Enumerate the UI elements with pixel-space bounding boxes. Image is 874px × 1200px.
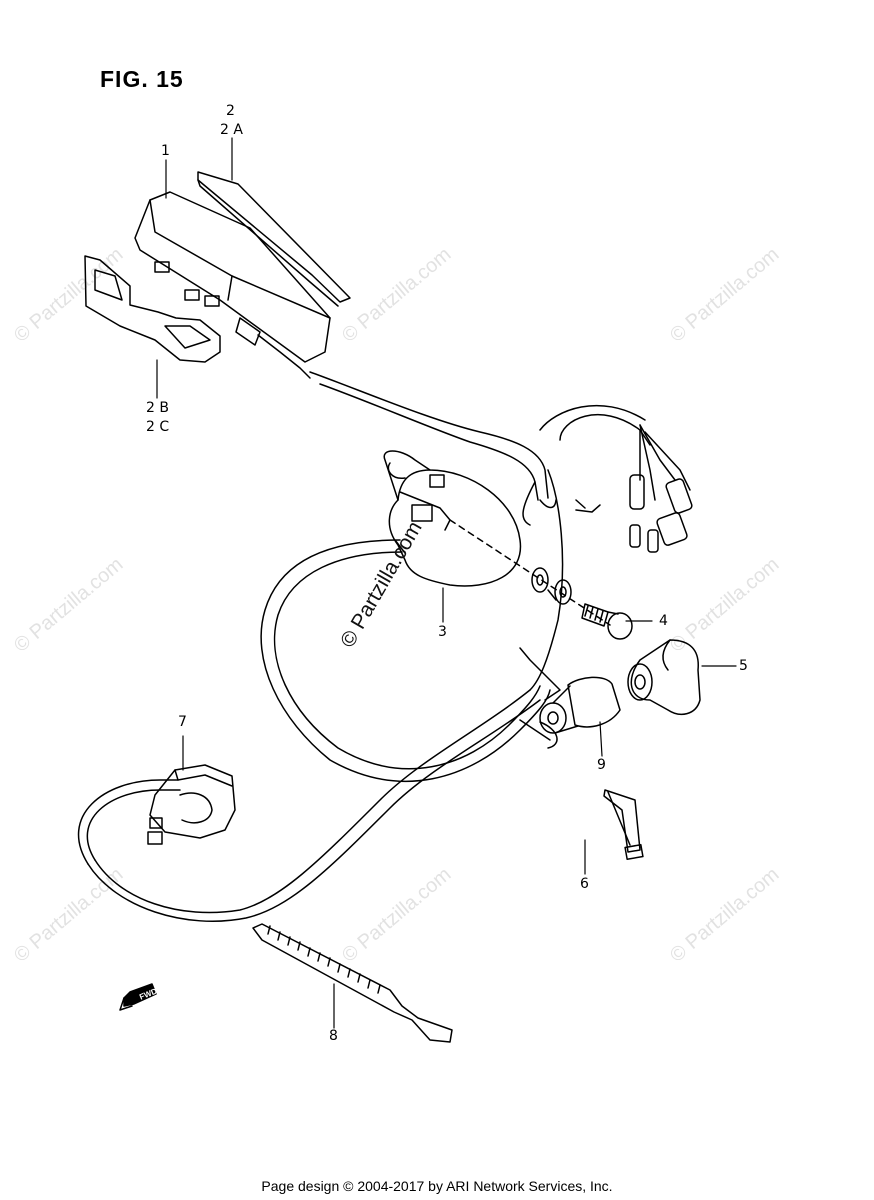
callout-1: 1 <box>161 143 170 159</box>
fwd-arrow-icon <box>119 983 157 1011</box>
callout-8: 8 <box>329 1028 338 1044</box>
wire-harness <box>309 371 693 691</box>
bracket <box>84 255 221 363</box>
callout-5: 5 <box>739 658 748 674</box>
high-tension-cable <box>77 539 561 922</box>
cable-strap <box>252 923 453 1043</box>
figure-title: FIG. 15 <box>100 66 184 92</box>
rubber-boot <box>539 676 621 734</box>
callout-4: 4 <box>659 613 668 629</box>
callout-2: 2 <box>226 103 235 119</box>
gasket-plate <box>197 171 351 307</box>
cable-tie <box>603 789 644 861</box>
callout-3: 3 <box>438 624 447 640</box>
callout-9: 9 <box>597 757 606 773</box>
callout-7: 7 <box>178 714 187 730</box>
callout-2c: 2 C <box>146 419 170 435</box>
bolt <box>581 603 633 640</box>
callout-2b: 2 B <box>146 400 169 416</box>
callout-6: 6 <box>580 876 589 892</box>
callout-2a: 2 A <box>220 122 243 138</box>
cdi-unit <box>134 191 331 379</box>
footer-copyright: Page design © 2004-2017 by ARI Network S… <box>261 1178 613 1194</box>
clamp <box>147 764 236 845</box>
leader-lines <box>156 137 737 1029</box>
washer <box>531 567 572 605</box>
spark-plug-cap <box>627 639 701 716</box>
